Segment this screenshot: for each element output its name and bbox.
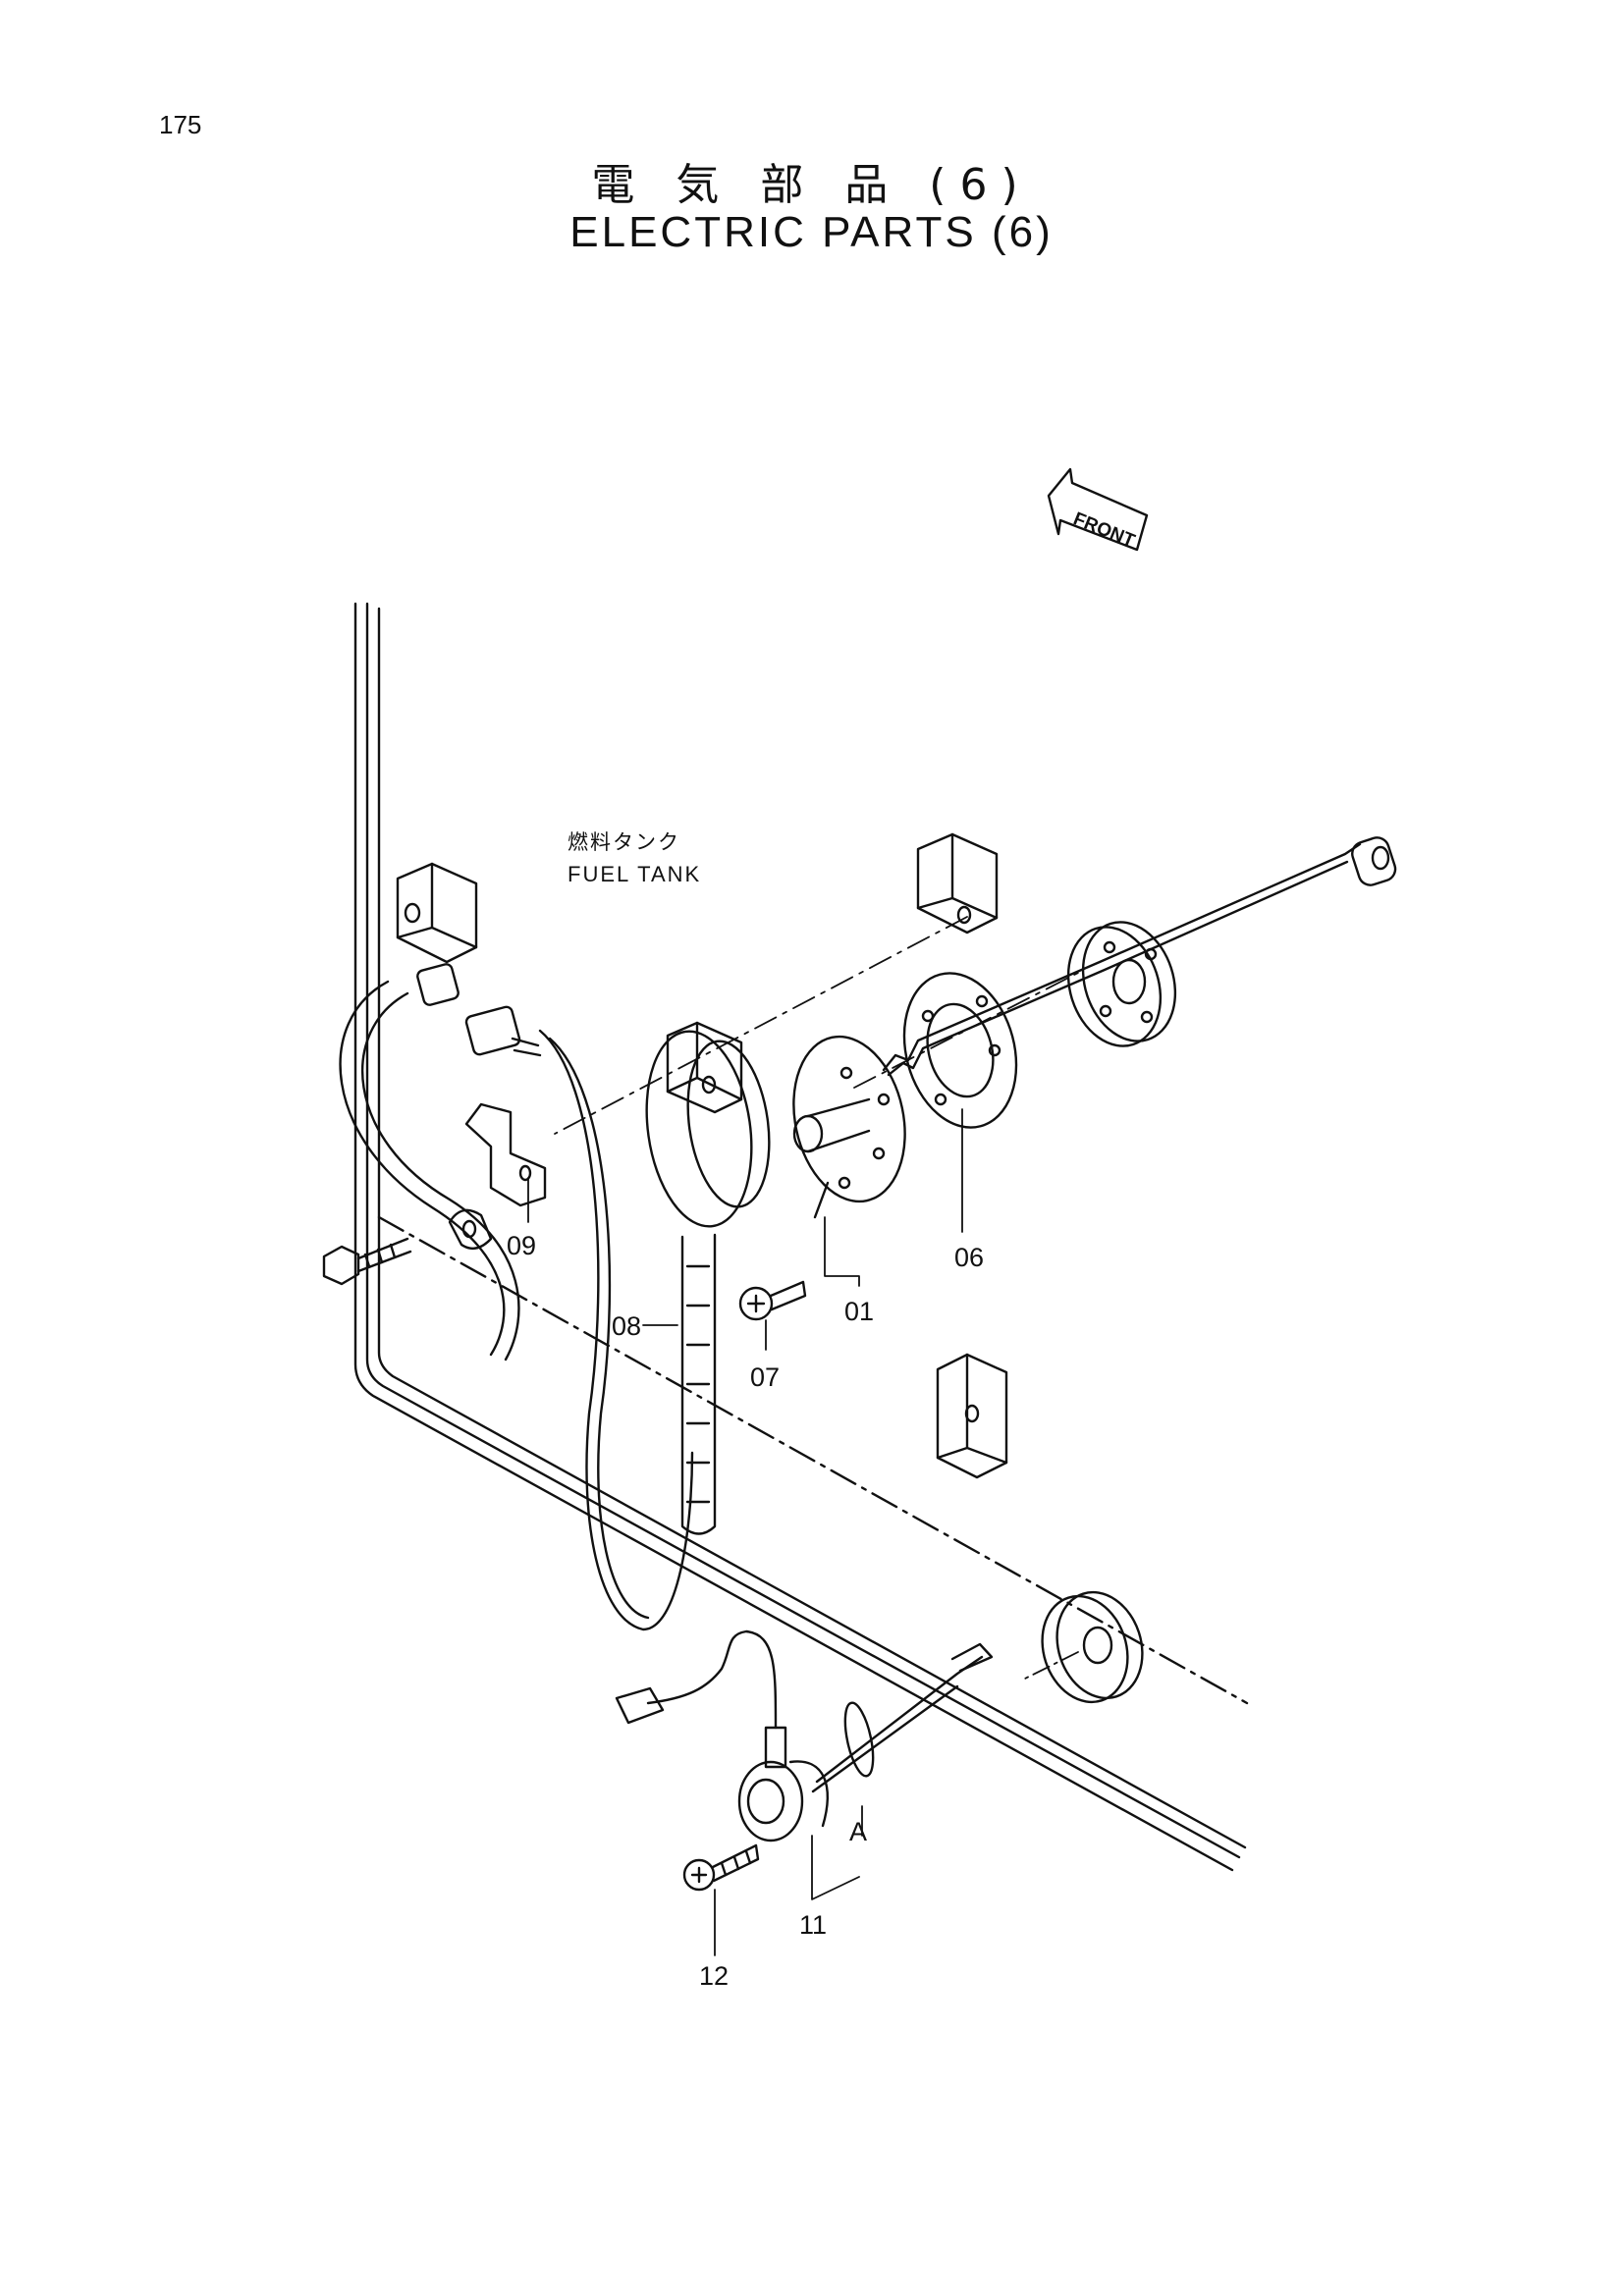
title-japanese: 電 気 部 品 (6) bbox=[591, 160, 1032, 210]
mounting-bolt-left bbox=[322, 1237, 412, 1286]
bracket-lower bbox=[936, 1353, 1008, 1479]
gasket bbox=[902, 972, 1018, 1129]
fuel-tank-outline bbox=[353, 602, 1249, 1872]
clamp-bracket bbox=[448, 1102, 547, 1251]
front-arrow-icon bbox=[1047, 467, 1149, 552]
part-label-08: 08 bbox=[612, 1311, 641, 1341]
detail-label-a: A bbox=[849, 1817, 867, 1846]
flange-ring-lower bbox=[1041, 1590, 1144, 1704]
fuel-tank-label-jp: 燃料タンク bbox=[568, 830, 680, 854]
page-number: 175 bbox=[159, 110, 202, 139]
screw-07 bbox=[738, 1280, 807, 1321]
part-label-11: 11 bbox=[799, 1910, 827, 1940]
bracket-upper-right bbox=[916, 832, 999, 934]
bracket-upper-left bbox=[396, 862, 478, 964]
fuel-level-sender bbox=[792, 836, 1397, 1219]
lower-sender-unit bbox=[615, 1629, 994, 1842]
title-english: ELECTRIC PARTS (6) bbox=[569, 208, 1054, 256]
part-label-12: 12 bbox=[699, 1961, 729, 1991]
front-label: FRONT bbox=[1070, 508, 1138, 552]
wire-harness bbox=[339, 963, 694, 1631]
screw-12 bbox=[682, 1843, 760, 1892]
sender-cover bbox=[645, 1030, 771, 1535]
fuel-tank-label-en: FUEL TANK bbox=[568, 862, 701, 886]
part-label-09: 09 bbox=[507, 1231, 536, 1260]
leader-lines bbox=[527, 916, 1081, 1956]
part-label-01: 01 bbox=[844, 1297, 874, 1326]
part-label-06: 06 bbox=[954, 1243, 984, 1272]
part-label-07: 07 bbox=[750, 1362, 780, 1392]
